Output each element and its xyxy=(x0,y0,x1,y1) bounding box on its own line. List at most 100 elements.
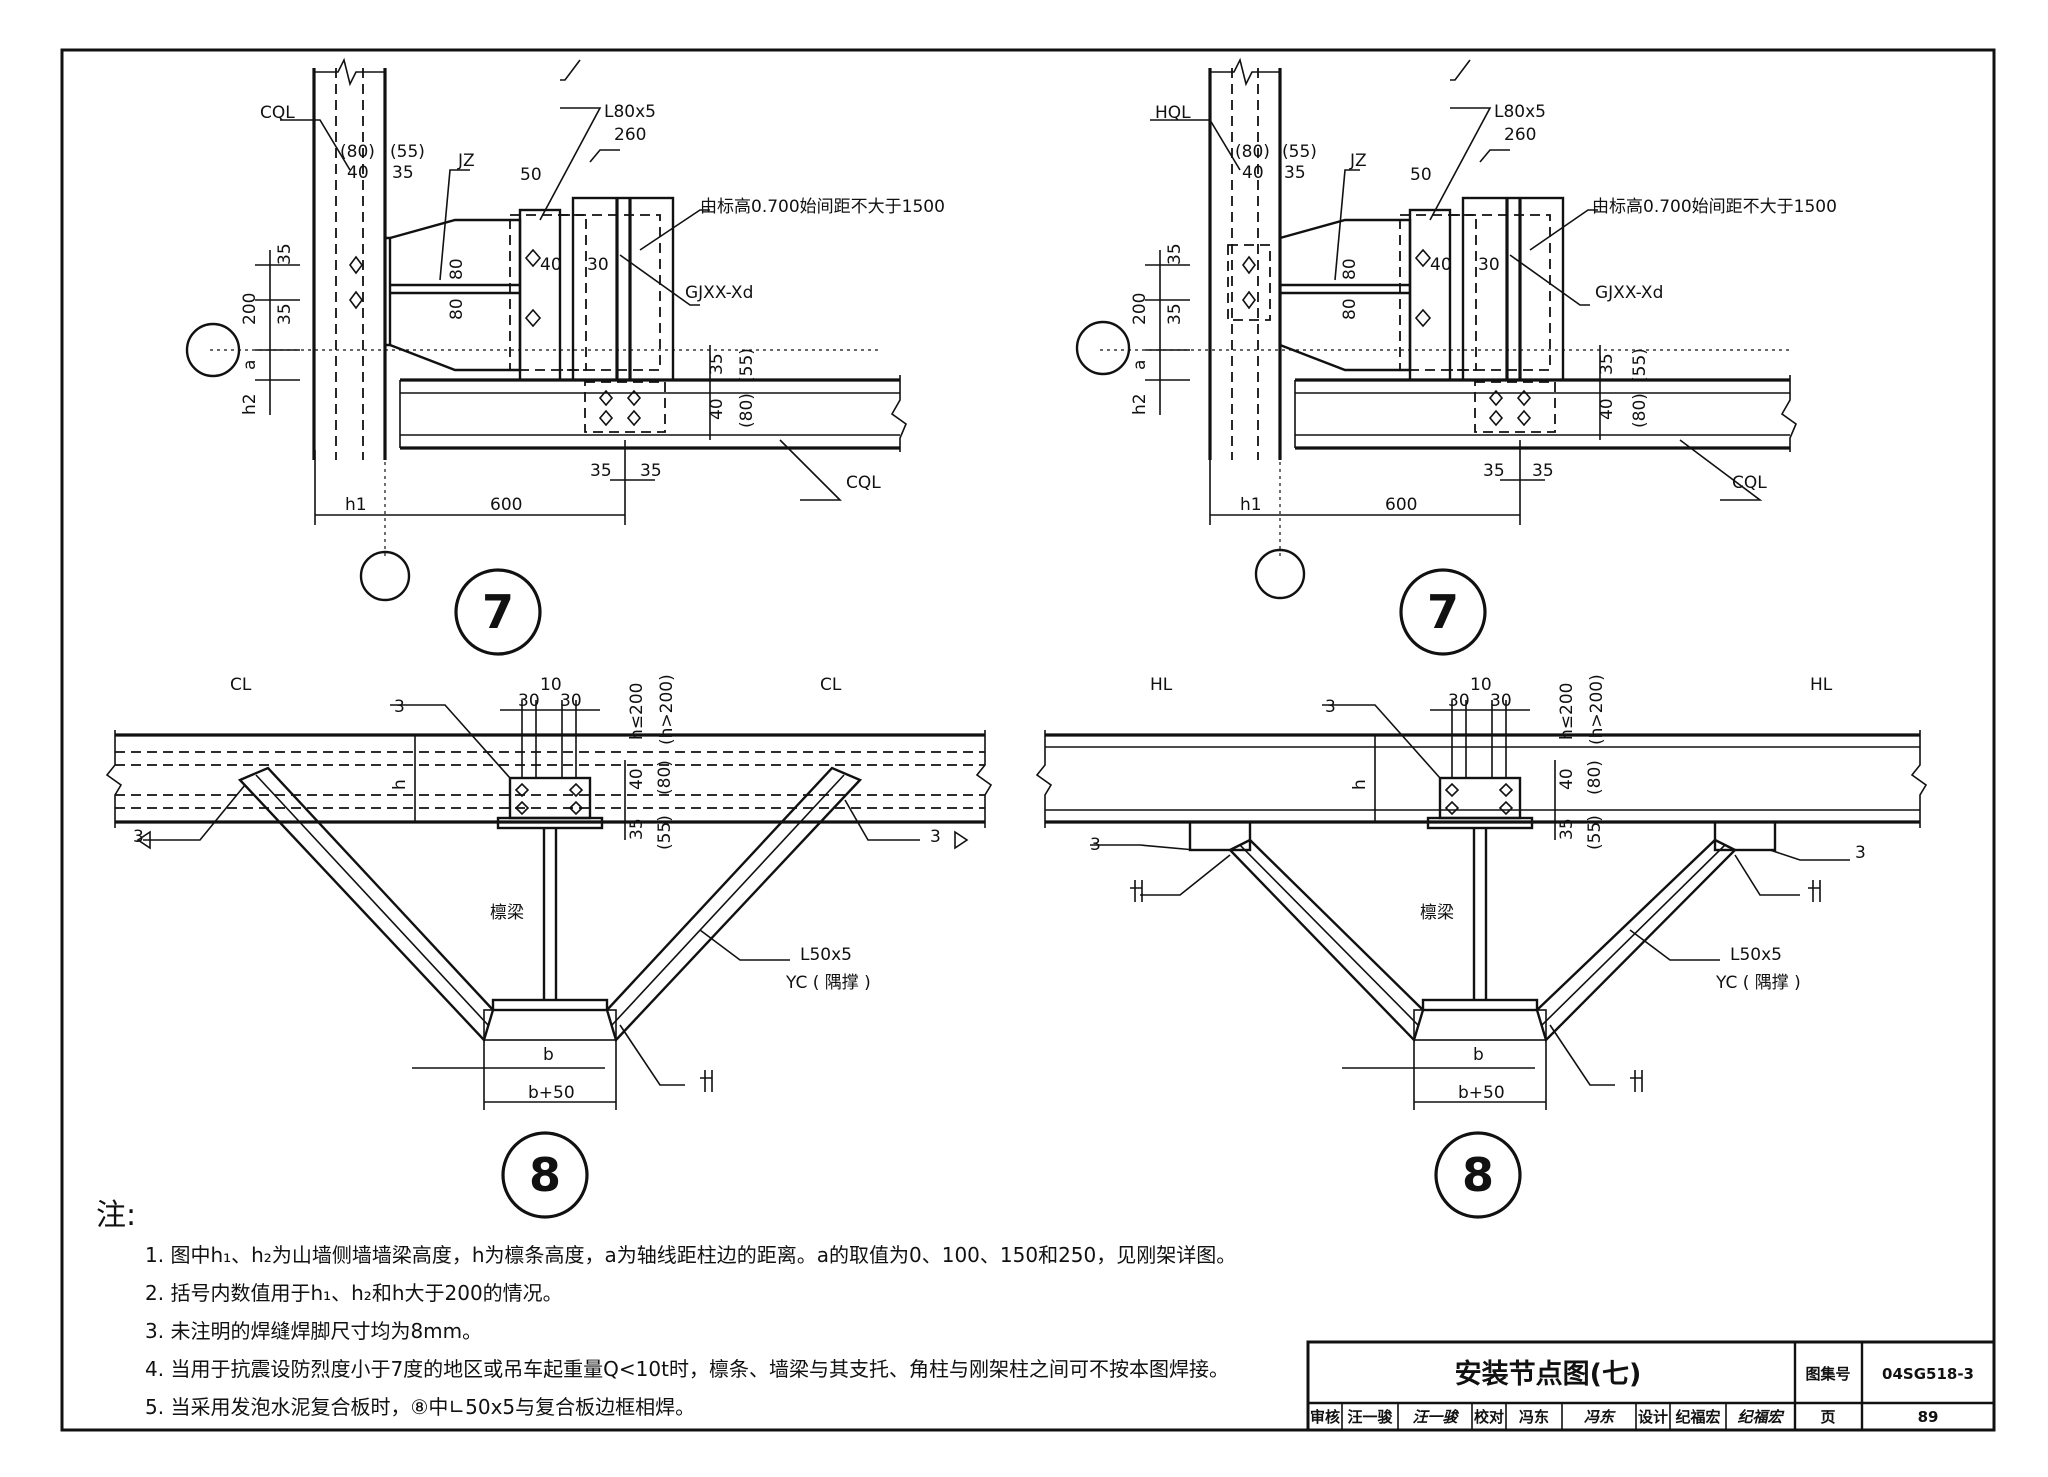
dim-40-8: 40 xyxy=(627,768,647,790)
dim-80-upper-r: 80 xyxy=(1340,258,1360,280)
weld-label-right-r: 3 xyxy=(1855,843,1866,863)
dim-10: 10 xyxy=(540,675,562,695)
dim-30a-r: 30 xyxy=(1448,691,1470,711)
dim-600-r: 600 xyxy=(1385,495,1417,515)
weld-label-top-r: 3 xyxy=(1325,697,1336,717)
label-angle-len-r: 260 xyxy=(1504,125,1536,145)
label-angle-r: L80x5 xyxy=(1494,102,1546,122)
detail-7-right: HQL (80) (55) 40 35 JZ L80x5 260 50 由标高0… xyxy=(1075,57,1837,656)
label-brace-name-r: YC ( 隅撑 ) xyxy=(1715,973,1801,993)
label-b50-r: b+50 xyxy=(1458,1083,1505,1103)
weld-label-left: 3 xyxy=(133,827,144,847)
dim-40b: 40 xyxy=(540,255,562,275)
dim-35-b2-r: 35 xyxy=(1532,461,1554,481)
label-a: a xyxy=(240,360,260,370)
label-brace-angle: L50x5 xyxy=(800,945,852,965)
dim-200-r: 200 xyxy=(1130,293,1150,325)
reviewer-name: 汪一骏 xyxy=(1347,1408,1393,1426)
dim-55p: (55) xyxy=(390,142,425,162)
atlas-number: 04SG518-3 xyxy=(1882,1365,1974,1383)
label-a-r: a xyxy=(1130,360,1150,370)
dim-200: 200 xyxy=(240,293,260,325)
label-brace-angle-r: L50x5 xyxy=(1730,945,1782,965)
detail-7-left: CQL (80) (55) 40 35 JZ L80x5 260 50 由标高0… xyxy=(185,57,945,656)
dim-55p-8: (55) xyxy=(655,815,675,850)
label-b-r: b xyxy=(1473,1045,1484,1065)
dim-80-lower: 80 xyxy=(447,298,467,320)
dim-35-8r: 35 xyxy=(1557,818,1577,840)
dim-35-b2: 35 xyxy=(640,461,662,481)
label-h-gt200: (h>200) xyxy=(657,674,677,745)
weld-label-top: 3 xyxy=(394,697,405,717)
label-angle-len: 260 xyxy=(614,125,646,145)
review-label: 审核 xyxy=(1310,1408,1340,1426)
label-cql-top-left: CQL xyxy=(260,103,295,123)
weld-label-left-r: 3 xyxy=(1090,835,1101,855)
dim-55p-right: (55) xyxy=(737,348,757,383)
dim-35-left-a-r: 35 xyxy=(1165,243,1185,265)
dim-55p-right-r: (55) xyxy=(1630,348,1650,383)
label-h1: h1 xyxy=(345,495,367,515)
dim-55p-r: (55) xyxy=(1282,142,1317,162)
dim-35-8: 35 xyxy=(627,818,647,840)
label-h2: h2 xyxy=(240,393,260,415)
label-gjxx-r: GJXX-Xd xyxy=(1595,283,1663,303)
label-h-gt200-r: (h>200) xyxy=(1587,674,1607,745)
dim-35-left-b-r: 35 xyxy=(1165,303,1185,325)
dim-80p-8r: (80) xyxy=(1585,760,1605,795)
label-cql-bottom-left: CQL xyxy=(846,473,881,493)
sheet-border xyxy=(60,48,1996,1432)
label-purlin: 檩梁 xyxy=(490,903,524,923)
dim-80p-right: (80) xyxy=(737,393,757,428)
note-2: 2. 括号内数值用于h₁、h₂和h大于200的情况。 xyxy=(145,1281,563,1305)
label-hl-right: HL xyxy=(1810,675,1833,695)
detail-8-right: HL HL 3 30 10 30 h≤200 (h>200) h 40 (80)… xyxy=(1035,674,1928,1219)
label-h-le200: h≤200 xyxy=(627,683,647,740)
label-brace-name: YC ( 隅撑 ) xyxy=(785,973,871,993)
dim-35-b1-r: 35 xyxy=(1483,461,1505,481)
dim-30: 30 xyxy=(587,255,609,275)
dim-30b-r: 30 xyxy=(1490,691,1512,711)
dim-80-upper: 80 xyxy=(447,258,467,280)
dim-35-left-b: 35 xyxy=(275,303,295,325)
label-spacing-note-r: 由标高0.700始间距不大于1500 xyxy=(1592,197,1837,217)
weld-label-right: 3 xyxy=(930,827,941,847)
bubble-7-left: 7 xyxy=(482,585,514,639)
label-angle: L80x5 xyxy=(604,102,656,122)
label-spacing-note: 由标高0.700始间距不大于1500 xyxy=(700,197,945,217)
dim-10-r: 10 xyxy=(1470,675,1492,695)
dim-80p-8: (80) xyxy=(655,760,675,795)
dim-80p-right-r: (80) xyxy=(1630,393,1650,428)
checker-name: 冯东 xyxy=(1519,1408,1549,1426)
designer-name: 纪福宏 xyxy=(1675,1408,1720,1426)
dim-35: 35 xyxy=(392,163,414,183)
label-cl-right: CL xyxy=(820,675,842,695)
dim-30-r: 30 xyxy=(1478,255,1500,275)
dim-40-right-r: 40 xyxy=(1597,398,1617,420)
dim-80p-r: (80) xyxy=(1235,142,1270,162)
dim-35-right: 35 xyxy=(707,353,727,375)
note-4: 4. 当用于抗震设防烈度小于7度的地区或吊车起重量Q<10t时，檩条、墙梁与其支… xyxy=(145,1357,1229,1381)
notes-heading: 注: xyxy=(96,1198,136,1233)
page-label: 页 xyxy=(1820,1408,1835,1426)
label-hql: HQL xyxy=(1155,103,1191,123)
label-jz-r: JZ xyxy=(1349,151,1367,171)
label-cl-left: CL xyxy=(230,675,252,695)
label-b50: b+50 xyxy=(528,1083,575,1103)
bubble-8-left: 8 xyxy=(529,1148,561,1202)
note-1: 1. 图中h₁、h₂为山墙侧墙墙梁高度，h为檩条高度，a为轴线距柱边的距离。a的… xyxy=(145,1243,1236,1267)
dim-40: 40 xyxy=(347,163,369,183)
label-cql-bottom-right: CQL xyxy=(1732,473,1767,493)
dim-35-r: 35 xyxy=(1284,163,1306,183)
dim-35-left-a: 35 xyxy=(275,243,295,265)
dim-80-lower-r: 80 xyxy=(1340,298,1360,320)
dim-55p-8r: (55) xyxy=(1585,815,1605,850)
notes: 注: 1. 图中h₁、h₂为山墙侧墙墙梁高度，h为檩条高度，a为轴线距柱边的距离… xyxy=(96,1198,1236,1419)
label-h-r: h xyxy=(1350,779,1370,790)
checker-signature: 冯东 xyxy=(1584,1408,1616,1426)
label-hl-left: HL xyxy=(1150,675,1173,695)
check-label: 校对 xyxy=(1474,1408,1504,1426)
dim-600: 600 xyxy=(490,495,522,515)
note-3: 3. 未注明的焊缝焊脚尺寸均为8mm。 xyxy=(145,1319,482,1343)
